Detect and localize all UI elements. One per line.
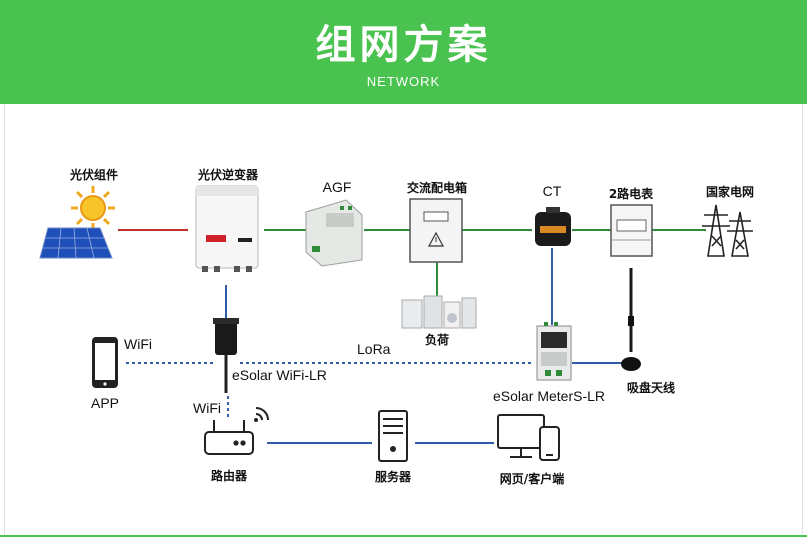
label-server: 服务器 [374, 470, 412, 484]
label-meter: 2路电表 [608, 187, 654, 201]
distribution-box-icon [409, 198, 463, 263]
solar-panel-icon [39, 227, 113, 259]
label-wifi-router: WiFi [193, 400, 221, 416]
label-grid: 国家电网 [705, 185, 755, 199]
page-subtitle: NETWORK [366, 74, 441, 89]
sun-icon [71, 186, 115, 230]
label-inverter: 光伏逆变器 [197, 168, 259, 182]
label-ac-box: 交流配电箱 [406, 181, 468, 195]
router-icon [204, 420, 254, 455]
label-client: 网页/客户端 [499, 472, 565, 486]
label-esolar-wifi: eSolar WiFi-LR [232, 367, 327, 383]
label-agf: AGF [322, 179, 352, 195]
label-router: 路由器 [210, 469, 248, 483]
server-icon [378, 410, 408, 462]
label-pv-module: 光伏组件 [69, 168, 119, 182]
label-ct: CT [542, 183, 562, 199]
power-tower-icon [702, 204, 753, 257]
wifi-stick-icon [213, 318, 239, 393]
phone-icon [92, 337, 118, 388]
monitor-icon [497, 414, 560, 461]
agf-device-icon [305, 199, 363, 267]
appliances-icon [401, 295, 477, 329]
label-load: 负荷 [424, 333, 450, 347]
label-app: APP [90, 395, 120, 411]
diagram-frame [4, 104, 803, 534]
meter-icon [610, 204, 653, 257]
label-wifi-left: WiFi [124, 336, 152, 352]
page-title: 组网方案 [315, 22, 492, 68]
antenna-icon [621, 268, 641, 371]
gateway-icon [536, 322, 572, 381]
header-banner: 组网方案 NETWORK [0, 0, 807, 104]
bottom-accent-bar [0, 535, 807, 537]
connection-lines [118, 229, 706, 444]
wifi-signal-icon [254, 407, 269, 422]
inverter-icon [195, 185, 259, 272]
label-antenna: 吸盘天线 [627, 381, 676, 395]
ct-clamp-icon [535, 207, 571, 246]
label-lora: LoRa [357, 341, 391, 357]
label-esolar-meter: eSolar MeterS-LR [492, 388, 606, 404]
